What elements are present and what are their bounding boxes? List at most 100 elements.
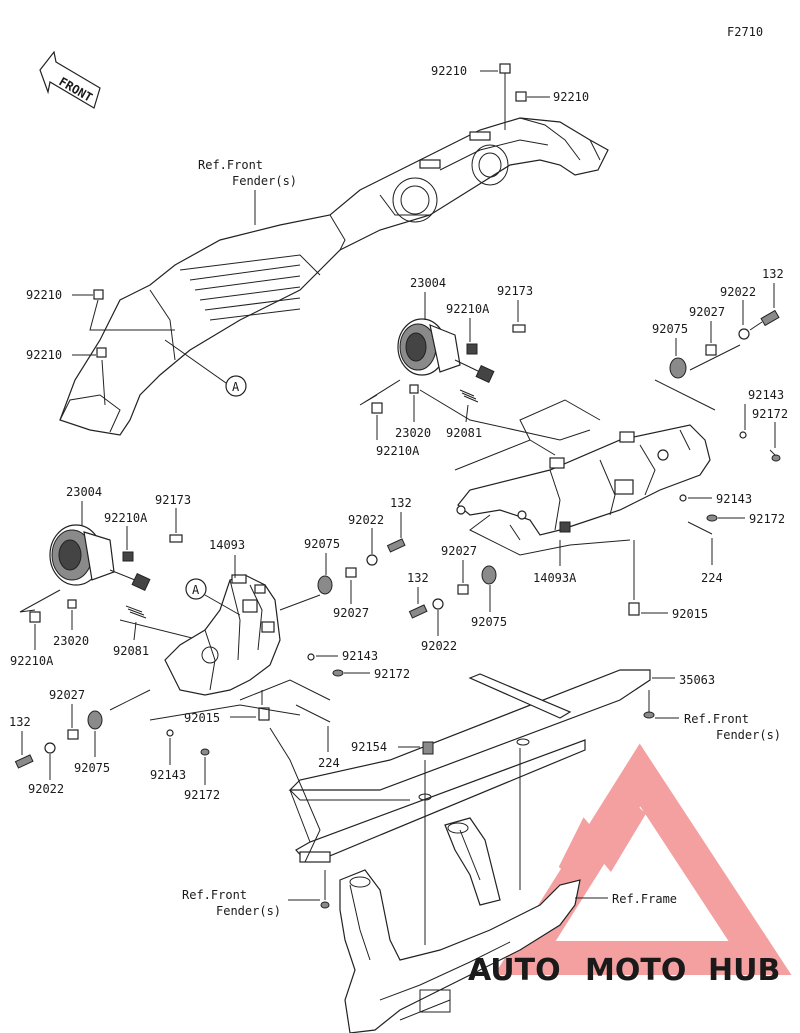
collar-92027-icon bbox=[705, 344, 717, 356]
nut-92143-icon-bl bbox=[166, 729, 174, 737]
clip-92210a-icon-l2 bbox=[29, 611, 41, 623]
plug-92173-icon bbox=[512, 324, 526, 333]
headlight-right-icon bbox=[397, 318, 495, 384]
label-92027-mid: 92027 bbox=[333, 606, 369, 620]
frame-35063-icon bbox=[288, 669, 651, 863]
clip-92210a-icon-l bbox=[122, 551, 134, 562]
label-92075-mid: 92075 bbox=[304, 537, 340, 551]
label-224-mid: 224 bbox=[318, 756, 340, 770]
screw-92172-icon-2 bbox=[706, 514, 718, 522]
bolt-224-icon bbox=[687, 521, 713, 535]
label-92210a-left-bottom: 92210A bbox=[10, 654, 54, 668]
screw-92172-icon-m bbox=[332, 669, 344, 677]
label-92210-left1: 92210 bbox=[26, 288, 62, 302]
ref-front-fender-top-2: Fender(s) bbox=[232, 174, 297, 188]
label-92027-c: 92027 bbox=[441, 544, 477, 558]
label-92172-right2: 92172 bbox=[749, 512, 785, 526]
label-14093: 14093 bbox=[209, 538, 245, 552]
label-92075-c: 92075 bbox=[471, 615, 507, 629]
label-92015-mid: 92015 bbox=[184, 711, 220, 725]
clip-92210a-icon-2 bbox=[371, 402, 383, 414]
label-132-right: 132 bbox=[762, 267, 784, 281]
callout-a-mid: A bbox=[192, 583, 200, 597]
label-92143-mid: 92143 bbox=[342, 649, 378, 663]
label-92210a-left-top: 92210A bbox=[104, 511, 148, 525]
nut-92143-icon-m bbox=[307, 653, 315, 661]
washer-92022-icon-c bbox=[432, 598, 444, 610]
label-92022-bl: 92022 bbox=[28, 782, 64, 796]
label-92015-right: 92015 bbox=[672, 607, 708, 621]
bolt-92154-icon bbox=[422, 741, 434, 755]
label-92210-left2: 92210 bbox=[26, 348, 62, 362]
bracket-14093a-icon bbox=[456, 424, 711, 536]
bolt-132-icon-c bbox=[408, 604, 428, 619]
washer-92022-icon-bl bbox=[44, 742, 56, 754]
grommet-92075-icon-m bbox=[317, 575, 333, 595]
clip-92210a-icon bbox=[466, 343, 478, 355]
callout-a-top: A bbox=[232, 380, 240, 394]
front-arrow-icon: FRONT bbox=[39, 50, 101, 109]
screw-ref-b-icon bbox=[320, 901, 330, 909]
collar-92027-icon-c bbox=[457, 584, 469, 595]
callout-circle-icon bbox=[225, 375, 247, 397]
bolt-132-icon bbox=[749, 309, 780, 331]
label-92172-mid: 92172 bbox=[374, 667, 410, 681]
label-92172-bl: 92172 bbox=[184, 788, 220, 802]
watermark-logo: AUTO MOTO HUB bbox=[468, 953, 780, 988]
label-92075-bl: 92075 bbox=[74, 761, 110, 775]
label-92210-top2: 92210 bbox=[553, 90, 589, 104]
ref-front-fender-r-1: Ref.Front bbox=[684, 712, 749, 726]
plug-92173-icon-l bbox=[169, 534, 183, 543]
spring-92081-icon bbox=[459, 389, 479, 403]
front-fender-cowl bbox=[59, 117, 609, 436]
nut-92015-icon-m bbox=[258, 707, 270, 721]
spring-92081-icon-l bbox=[125, 605, 147, 619]
callout-circle-icon-2 bbox=[185, 578, 207, 600]
label-224-right: 224 bbox=[701, 571, 723, 585]
label-132-c: 132 bbox=[407, 571, 429, 585]
label-92210a-right-top: 92210A bbox=[446, 302, 490, 316]
watermark-moto: MOTO bbox=[585, 953, 686, 988]
grommet-92075-icon bbox=[669, 357, 687, 379]
label-132-bl: 132 bbox=[9, 715, 31, 729]
nut-92143-icon-2 bbox=[679, 494, 687, 502]
label-92081-right: 92081 bbox=[446, 426, 482, 440]
bolt-224-icon-m bbox=[295, 704, 331, 723]
label-92022-right: 92022 bbox=[720, 285, 756, 299]
watermark-hub: HUB bbox=[708, 953, 780, 988]
bolt-132-icon-m bbox=[386, 538, 406, 553]
label-92081-left: 92081 bbox=[113, 644, 149, 658]
label-92022-c: 92022 bbox=[421, 639, 457, 653]
ref-front-fender-r-2: Fender(s) bbox=[716, 728, 781, 742]
collar-92027-icon-bl bbox=[67, 729, 79, 740]
washer-92022-icon bbox=[738, 328, 750, 340]
headlight-left-icon bbox=[49, 524, 151, 592]
label-92210-top1: 92210 bbox=[431, 64, 467, 78]
main-frame-icon bbox=[339, 817, 581, 1033]
grommet-23020-icon-l bbox=[67, 599, 77, 609]
label-92173-left: 92173 bbox=[155, 493, 191, 507]
ref-front-fender-b-1: Ref.Front bbox=[182, 888, 247, 902]
label-14093a: 14093A bbox=[533, 571, 577, 585]
grommet-92075-icon-c bbox=[481, 565, 497, 585]
watermark-triangle-icon bbox=[494, 743, 792, 975]
label-23020-right: 23020 bbox=[395, 426, 431, 440]
washer-92022-icon-m bbox=[366, 554, 378, 566]
bolt-132-icon-bl bbox=[14, 754, 34, 769]
ref-front-fender-b-2: Fender(s) bbox=[216, 904, 281, 918]
label-92210a-right-bottom: 92210A bbox=[376, 444, 420, 458]
collar-92027-icon-m bbox=[345, 567, 357, 578]
label-132-mid: 132 bbox=[390, 496, 412, 510]
screw-ref-icon bbox=[643, 711, 655, 719]
label-23004-right: 23004 bbox=[410, 276, 446, 290]
label-23020-left: 23020 bbox=[53, 634, 89, 648]
label-92075-right: 92075 bbox=[652, 322, 688, 336]
watermark-auto: AUTO bbox=[468, 953, 561, 988]
label-92143-right2: 92143 bbox=[716, 492, 752, 506]
grommet-23020-icon bbox=[409, 384, 419, 394]
label-92154: 92154 bbox=[351, 740, 387, 754]
label-23004-left: 23004 bbox=[66, 485, 102, 499]
label-92143-right1: 92143 bbox=[748, 388, 784, 402]
label-92172-right1: 92172 bbox=[752, 407, 788, 421]
